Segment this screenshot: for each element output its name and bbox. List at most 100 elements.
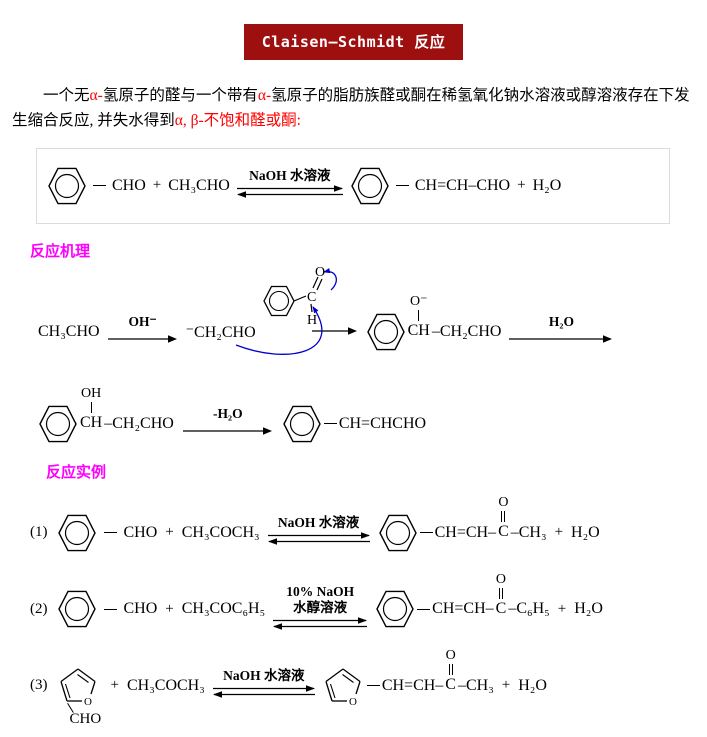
aldehyde-hydrogen-label: H [307, 313, 317, 328]
aldehyde-group: CHO [69, 710, 102, 727]
arrow-icon [509, 331, 613, 349]
alkoxide-intermediate: O⁻ CH –CH₂CHO [366, 295, 501, 355]
carbonyl-oxygen-label: O [315, 265, 325, 280]
chain-rest: –CH₂CHO [104, 414, 174, 432]
enone-chain: CH=CH– [432, 600, 494, 618]
carbonyl-oxygen-label: O [498, 495, 509, 511]
enone-chain: CH=CH– [434, 523, 497, 541]
benzene-ring [366, 309, 406, 355]
dehydration-arrow: -H₂O [182, 406, 273, 441]
intro-text: 一个无 [43, 87, 90, 104]
benzene-ring-svg [57, 514, 96, 551]
plus-sign: + [165, 600, 174, 617]
equilibrium-arrow-icon [267, 532, 371, 550]
equilibrium-arrow: NaOH 水溶液 [212, 668, 316, 703]
plus-sign: + [557, 600, 567, 617]
water-formula: H₂O [518, 676, 547, 694]
benzene-ring [57, 586, 97, 632]
reaction-condition: NaOH 水溶液 [277, 515, 360, 531]
cinnamaldehyde-product: CH=CHCHO [282, 401, 426, 447]
banner-row: Claisen—Schmidt 反应 [0, 0, 707, 60]
benzaldehyde-svg: C O H [263, 265, 325, 328]
example-number: (3) [30, 677, 48, 694]
benzene-ring [57, 510, 97, 556]
benzene-ring-svg [351, 167, 389, 204]
plus-sign: + [110, 677, 119, 694]
reaction-condition-line1: 10% NaOH [286, 583, 355, 599]
mechanism-step2: OH CH –CH₂CHO -H₂O CH=CHCHO [38, 379, 707, 447]
carbonyl-carbon-label: C [445, 676, 456, 694]
bond-line [419, 532, 433, 534]
benzene-ring-svg [39, 405, 77, 442]
arrow-icon [182, 423, 273, 441]
alcohol-carbon-stack: OH CH [80, 387, 102, 432]
furan-oxygen-label: O [349, 696, 357, 706]
alpha-beta-highlight: α, β-不饱和醛或酮: [174, 111, 301, 129]
example-number: (2) [30, 600, 48, 617]
plus-sign: + [517, 177, 526, 194]
equilibrium-arrow-svg [236, 185, 343, 198]
furan-ring-svg: O [325, 668, 361, 706]
plus-sign: + [152, 177, 162, 194]
benzene-ring-svg [57, 591, 96, 628]
bond-line [103, 532, 117, 534]
deprotonation-arrow: OH⁻ [107, 314, 178, 349]
example-row-1: (1) CHO + CH₃COCH₃ NaOH 水溶液 CH=CH– O C –… [30, 490, 707, 556]
equilibrium-arrow: NaOH 水溶液 [267, 515, 371, 550]
ketone-formula: CH₃COC₆H₅ [181, 600, 266, 618]
intro-paragraph: 一个无α-氢原子的醛与一个带有α-氢原子的脂肪族醛或酮在稀氢氧化钠水溶液或醇溶液… [12, 84, 695, 134]
product-chain: CH=CHCHO [338, 414, 427, 432]
aldehyde-group: CHO [112, 176, 146, 194]
enone-chain: CH=CH– [381, 676, 444, 694]
product-structure: CH=CH– O C –CH₃ [378, 496, 547, 556]
double-bond-line [501, 511, 506, 523]
bond-line [93, 185, 106, 187]
arrow-svg [107, 335, 177, 343]
double-bond-line [448, 664, 453, 676]
furan-oxygen-label: O [84, 696, 92, 706]
plus-sign: + [165, 524, 174, 541]
water-formula: H₂O [571, 523, 600, 541]
mechanism-heading: 反应机理 [30, 242, 91, 260]
bond-line [417, 608, 431, 610]
bond-line [323, 423, 337, 425]
carbonyl-oxygen-label: O [445, 648, 456, 664]
furan-ring-svg: O [59, 668, 96, 706]
equilibrium-arrow-svg [267, 532, 370, 545]
overview-reaction-box: CHO + CH₃CHO NaOH 水溶液 CH=CH–CHO + H₂O [36, 147, 670, 224]
alkoxide-carbon-stack: O⁻ CH [408, 295, 430, 340]
equilibrium-arrow-icon [236, 185, 344, 203]
benzene-ring-svg [376, 591, 414, 628]
plus-sign: + [501, 677, 511, 694]
equilibrium-arrow-svg [212, 685, 315, 698]
alkoxide-oxygen-label: O⁻ [409, 294, 428, 310]
title-banner: Claisen—Schmidt 反应 [243, 24, 464, 60]
water-label: H₂O [548, 314, 574, 330]
reaction-condition: NaOH 水溶液 [223, 668, 305, 684]
protonation-arrow: H₂O [509, 314, 613, 349]
reaction-condition-line2: 水醇溶液 [293, 600, 348, 616]
aldehyde-group: CHO [123, 600, 158, 618]
alpha-highlight: α- [257, 87, 272, 104]
arrow-svg [509, 335, 613, 343]
double-bond-line [498, 587, 503, 599]
product-tail: –CH₃ [457, 676, 494, 694]
carbanion-formula: ⁻CH₂CHO [185, 323, 256, 341]
furan-ring: O [58, 666, 100, 706]
examples-heading: 反应实例 [46, 463, 107, 481]
carbonyl-carbon-label: C [495, 599, 507, 617]
bond-line [90, 402, 92, 414]
hydroxide-label: OH⁻ [128, 314, 157, 330]
aldol-intermediate: OH CH –CH₂CHO [38, 387, 174, 447]
bond-line [366, 685, 380, 687]
water-formula: H₂O [574, 600, 603, 618]
example-number: (1) [30, 524, 48, 541]
aldehyde-group: CHO [123, 523, 158, 541]
benzene-ring-svg [48, 167, 86, 204]
arrow-icon [107, 331, 178, 349]
benzene-ring [282, 401, 322, 447]
product-tail: –C₆H₅ [508, 600, 550, 618]
hydroxyl-label: OH [81, 386, 102, 402]
benzene-ring-svg [283, 405, 321, 442]
